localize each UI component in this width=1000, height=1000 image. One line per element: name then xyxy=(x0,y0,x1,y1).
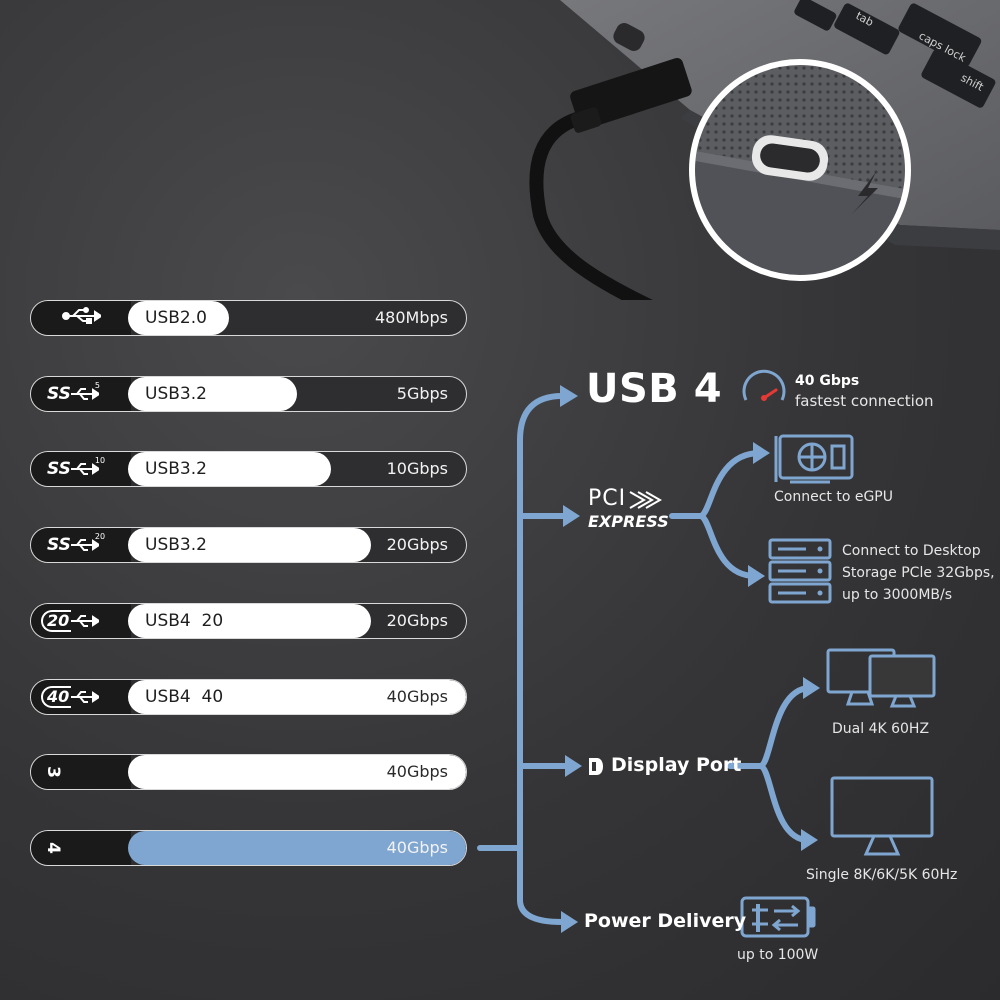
speed-bar-value: 20Gbps xyxy=(386,611,448,630)
speed-bar-value: 480Mbps xyxy=(375,308,448,327)
dual-monitor-icon xyxy=(826,648,936,708)
speed-bar-value: 10Gbps xyxy=(386,459,448,478)
displayport-label: Display Port xyxy=(611,754,742,776)
speed-bar-label: USB3.2 xyxy=(145,384,207,404)
speed-bar-fill xyxy=(128,301,229,335)
laptop-illustration: tab caps lock shift xyxy=(529,0,1000,300)
speed-bar-fill xyxy=(128,452,331,486)
power-delivery-label: Power Delivery xyxy=(584,910,747,932)
speed-bar-fill xyxy=(128,528,371,562)
speed-bar-value: 5Gbps xyxy=(396,384,448,403)
dual-monitor-text: Dual 4K 60HZ xyxy=(832,721,930,737)
single-monitor-icon xyxy=(830,776,934,856)
egpu-text: Connect to eGPU xyxy=(774,489,893,505)
speedometer-icon xyxy=(742,369,786,401)
usb4-title: USB 4 xyxy=(586,366,723,412)
usb4-40-logo-icon: 40 xyxy=(41,680,127,714)
arrow-heads xyxy=(560,385,820,933)
power-note: up to 100W xyxy=(737,947,819,963)
usb-c-cable xyxy=(529,57,692,300)
speed-bar-row: 20 USB4 20 20Gbps xyxy=(30,603,467,639)
speed-bar-value: 20Gbps xyxy=(386,535,448,554)
usb4-speed-note: fastest connection xyxy=(795,392,934,410)
speed-bar-label: USB2.0 xyxy=(145,308,207,328)
speed-bar-fill xyxy=(128,680,466,714)
speed-bar-label: USB4 40 xyxy=(145,687,224,707)
keyboard-keys xyxy=(794,0,996,108)
usb4-20-logo-icon: 20 xyxy=(41,604,127,638)
speed-bar-fill xyxy=(128,377,297,411)
speed-bar-label: USB3.2 xyxy=(145,535,207,555)
port-zoom-circle xyxy=(692,62,908,278)
speed-bar-value: 40Gbps xyxy=(386,687,448,706)
gpu-card-icon xyxy=(774,434,854,484)
speed-bar-fill xyxy=(128,755,466,789)
speed-bar-fill xyxy=(128,831,466,865)
displayport-icon xyxy=(589,758,603,775)
speed-bar-fill xyxy=(128,604,371,638)
speed-bar-value: 40Gbps xyxy=(386,838,448,857)
usb-trident-icon xyxy=(62,307,103,324)
speed-bar-row: USB2.0 480Mbps xyxy=(30,300,467,336)
storage-server-icon xyxy=(768,538,832,604)
speed-bar-row: 40 USB4 40 40Gbps xyxy=(30,679,467,715)
pcie-chevron-icon xyxy=(629,491,663,509)
storage-text-1: Connect to Desktop xyxy=(842,543,981,559)
speed-bar-logo-background xyxy=(31,755,131,789)
speed-bar-label: USB3.2 xyxy=(145,459,207,479)
single-monitor-text: Single 8K/6K/5K 60Hz xyxy=(806,867,958,883)
usb4-speed: 40 Gbps xyxy=(795,373,860,389)
storage-text-2: Storage PCle 32Gbps, xyxy=(842,565,995,581)
usb-trident-logo-icon xyxy=(41,301,127,335)
storage-text-3: up to 3000MB/s xyxy=(842,587,953,603)
pcie-label-line1: PCI xyxy=(588,486,627,511)
pcie-label-line2: EXPRESS xyxy=(588,512,669,531)
speed-bar-logo-background xyxy=(31,831,131,865)
speed-bar-label: USB4 20 xyxy=(145,611,224,631)
battery-power-icon xyxy=(740,896,816,938)
speed-bar-track: USB2.0 480Mbps xyxy=(30,300,467,336)
speed-bar-value: 40Gbps xyxy=(386,762,448,781)
speed-bar-logo-background xyxy=(31,301,131,335)
speed-bar-track: 20 USB4 20 20Gbps xyxy=(30,603,467,639)
thunderbolt-icon xyxy=(852,172,878,214)
speed-bar-track: 40 USB4 40 40Gbps xyxy=(30,679,467,715)
